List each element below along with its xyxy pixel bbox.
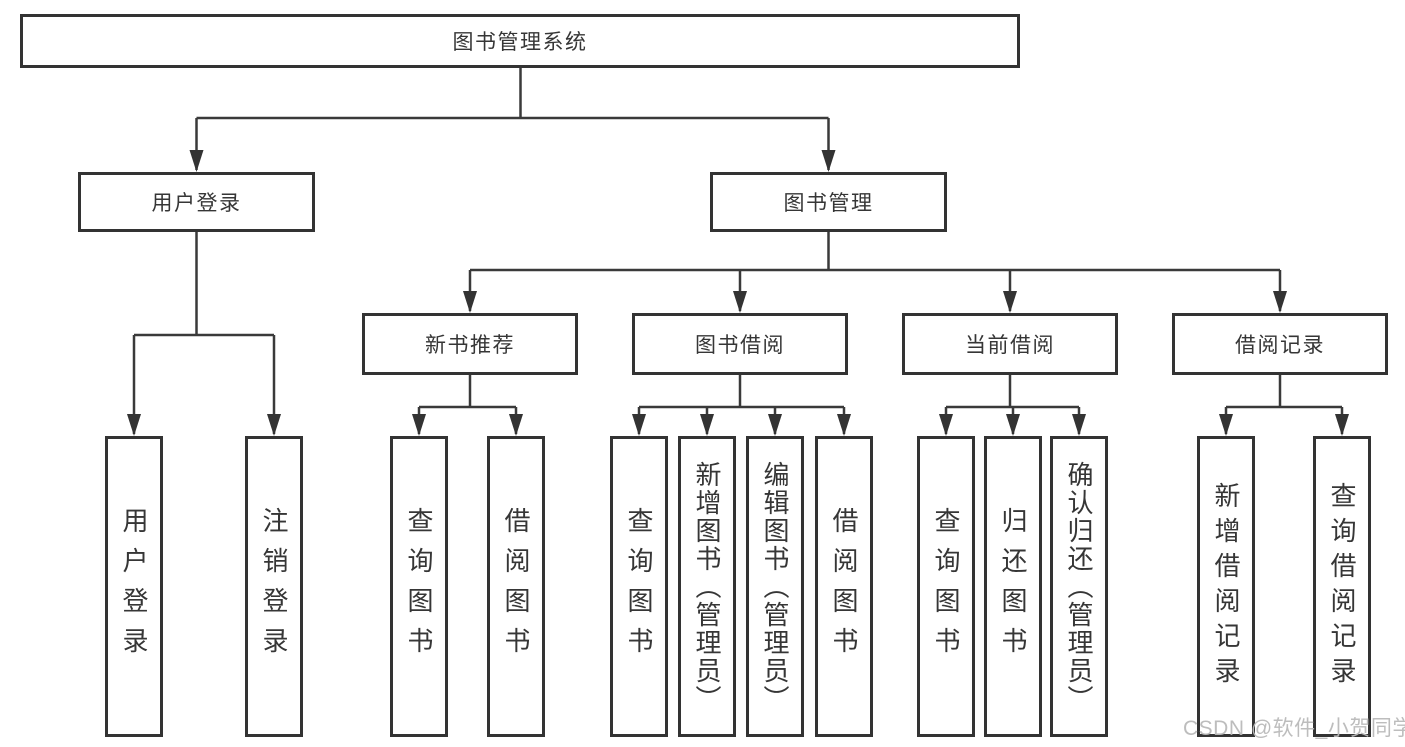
arrowhead-icon <box>837 414 851 436</box>
node-current-borrow: 当前借阅 <box>902 313 1118 375</box>
node-borrow-record: 借阅记录 <box>1172 313 1388 375</box>
arrowhead-icon <box>127 414 141 436</box>
node-book-borrow-label: 图书借阅 <box>695 334 785 357</box>
node-book-management-label: 图书管理 <box>783 192 874 215</box>
connector-root-to-level2 <box>195 68 830 170</box>
arrowhead-icon <box>463 291 477 313</box>
node-current-borrow-label: 当前借阅 <box>965 334 1055 357</box>
leaf-logout: 注销登录 <box>245 436 303 737</box>
leaf-add-borrow-record: 新增借阅记录 <box>1197 436 1255 737</box>
connector-book-management-to-level3 <box>468 232 1282 311</box>
leaf-confirm-return-admin: 确认归还（管理员） <box>1050 436 1108 737</box>
arrowhead-icon <box>267 414 281 436</box>
node-new-book-recommend-label: 新书推荐 <box>425 334 515 357</box>
leaf-borrow-books-recommend-label: 借阅图书 <box>501 506 531 667</box>
node-new-book-recommend: 新书推荐 <box>362 313 578 375</box>
leaf-add-books-admin: 新增图书（管理员） <box>678 436 736 737</box>
connector-new-book-recommend-to-leaves <box>417 375 518 434</box>
leaf-return-books: 归还图书 <box>984 436 1042 737</box>
arrowhead-icon <box>509 414 523 436</box>
leaf-query-books-recommend: 查询图书 <box>390 436 448 737</box>
leaf-query-books-current-label: 查询图书 <box>931 506 961 667</box>
arrowhead-icon <box>1335 414 1349 436</box>
csdn-watermark: CSDN @软件_小贺同学 <box>1183 717 1405 740</box>
arrowhead-icon <box>1072 414 1086 436</box>
connector-borrow-record-to-leaves <box>1224 375 1344 434</box>
arrowhead-icon <box>1003 291 1017 313</box>
leaf-user-login: 用户登录 <box>105 436 163 737</box>
arrowhead-icon <box>1219 414 1233 436</box>
leaf-edit-books-admin: 编辑图书（管理员） <box>746 436 804 737</box>
node-user-login-label: 用户登录 <box>151 192 242 215</box>
node-root-label: 图书管理系统 <box>452 31 588 54</box>
node-root: 图书管理系统 <box>20 14 1020 68</box>
leaf-query-books-borrow-label: 查询图书 <box>624 506 654 667</box>
leaf-query-books-borrow: 查询图书 <box>610 436 668 737</box>
leaf-add-borrow-record-label: 新增借阅记录 <box>1211 481 1241 692</box>
leaf-query-books-current: 查询图书 <box>917 436 975 737</box>
node-borrow-record-label: 借阅记录 <box>1235 334 1325 357</box>
leaf-confirm-return-admin-label: 确认归还（管理员） <box>1064 460 1094 713</box>
arrowhead-icon <box>189 150 204 172</box>
arrowhead-icon <box>412 414 426 436</box>
leaf-borrow-books-label: 借阅图书 <box>829 506 859 667</box>
leaf-add-books-admin-label: 新增图书（管理员） <box>692 460 722 713</box>
leaf-query-borrow-record: 查询借阅记录 <box>1313 436 1371 737</box>
leaf-logout-label: 注销登录 <box>259 506 289 667</box>
node-book-borrow: 图书借阅 <box>632 313 848 375</box>
arrowhead-icon <box>768 414 782 436</box>
arrowhead-icon <box>1273 291 1287 313</box>
node-user-login: 用户登录 <box>78 172 315 232</box>
node-book-management: 图书管理 <box>710 172 947 232</box>
arrowhead-icon <box>939 414 953 436</box>
leaf-query-books-recommend-label: 查询图书 <box>404 506 434 667</box>
connector-user-login-to-leaves <box>132 232 276 434</box>
connector-book-borrow-to-leaves <box>637 375 846 434</box>
arrowhead-icon <box>632 414 646 436</box>
leaf-edit-books-admin-label: 编辑图书（管理员） <box>760 460 790 713</box>
arrowhead-icon <box>733 291 747 313</box>
arrowhead-icon <box>821 150 836 172</box>
arrowhead-icon <box>700 414 714 436</box>
arrowhead-icon <box>1006 414 1020 436</box>
leaf-query-borrow-record-label: 查询借阅记录 <box>1327 481 1357 692</box>
leaf-return-books-label: 归还图书 <box>998 506 1028 667</box>
leaf-user-login-label: 用户登录 <box>119 506 149 667</box>
leaf-borrow-books-recommend: 借阅图书 <box>487 436 545 737</box>
leaf-borrow-books: 借阅图书 <box>815 436 873 737</box>
